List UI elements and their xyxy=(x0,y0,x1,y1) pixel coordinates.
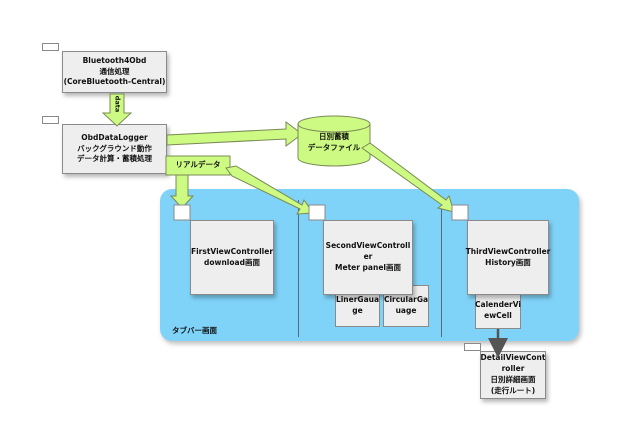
realtime-arrow-first xyxy=(169,173,195,209)
detail-tab-marker xyxy=(464,343,481,351)
calender-cell-line1: CalenderVi xyxy=(475,300,521,310)
tabbar-label: タブバー画面 xyxy=(172,326,217,335)
detail-vc-line3: 日別詳細画面 xyxy=(490,375,536,384)
detail-vc-line2: roller xyxy=(501,364,525,374)
calender-cell-line2: ewCell xyxy=(484,311,512,320)
bluetooth4obd-box: Bluetooth4Obd 通信処理 (CoreBluetooth-Centra… xyxy=(62,51,167,93)
calender-view-cell-box: CalenderVi ewCell xyxy=(475,293,521,329)
liner-gauge-line1: LinerGaua xyxy=(335,295,380,305)
detail-view-controller-box: DetailViewCont roller 日別詳細画面 (走行ルート) xyxy=(480,351,546,399)
circular-gauge-line2: uage xyxy=(395,306,417,315)
third-vc-subtitle: History画面 xyxy=(485,257,531,267)
datafile-cylinder xyxy=(297,115,371,167)
data-arrow-label: data xyxy=(113,95,122,113)
second-vc-line3: Meter panel画面 xyxy=(335,262,401,272)
circular-gauge-line1: CircularGa xyxy=(383,295,429,305)
data-arrow xyxy=(101,93,133,127)
logger-subtitle: バックグラウンド動作 xyxy=(77,143,152,153)
third-vc-marker xyxy=(451,204,469,221)
first-vc-title: FirstViewController xyxy=(190,246,274,256)
obd-data-logger-box: ObdDataLogger バックグラウンド動作 データ計算・蓄積処理 xyxy=(62,124,167,174)
first-vc-marker xyxy=(173,204,191,221)
third-view-controller-box: ThirdViewController History画面 xyxy=(465,220,551,295)
realtime-label-box xyxy=(165,155,231,176)
second-vc-marker xyxy=(308,204,326,221)
bluetooth-title: Bluetooth4Obd xyxy=(82,55,147,65)
bluetooth-tab-marker xyxy=(42,43,59,51)
logger-title: ObdDataLogger xyxy=(81,132,148,142)
datafile-label: 日別蓄積 データファイル xyxy=(298,132,370,154)
bluetooth-subtitle: 通信処理 xyxy=(99,66,130,76)
realtime-label: リアルデータ xyxy=(175,160,221,169)
logger-to-datafile-arrow xyxy=(166,121,303,147)
detail-vc-line1: DetailViewCont xyxy=(480,353,546,363)
liner-gauge-line2: ge xyxy=(352,306,363,315)
first-view-controller-box: FirstViewController download画面 xyxy=(190,220,274,295)
second-view-controller-box: SecondViewControll er Meter panel画面 xyxy=(323,220,413,295)
second-vc-line2: er xyxy=(363,252,373,262)
datafile-line1: 日別蓄積 xyxy=(319,132,349,141)
datafile-line2: データファイル xyxy=(307,142,361,152)
second-vc-line1: SecondViewControll xyxy=(325,241,411,251)
tabbar-divider-2 xyxy=(441,200,442,337)
first-vc-subtitle: download画面 xyxy=(204,257,260,267)
realtime-arrow-second xyxy=(225,165,314,215)
detail-vc-line4: (走行ルート) xyxy=(490,385,536,395)
logger-description: データ計算・蓄積処理 xyxy=(77,154,152,164)
third-vc-title: ThirdViewController xyxy=(465,246,551,256)
logger-tab-marker xyxy=(42,116,59,124)
bluetooth-framework: (CoreBluetooth-Central) xyxy=(63,77,166,87)
tabbar-divider-1 xyxy=(298,200,299,337)
datafile-to-history-arrow xyxy=(361,142,455,213)
